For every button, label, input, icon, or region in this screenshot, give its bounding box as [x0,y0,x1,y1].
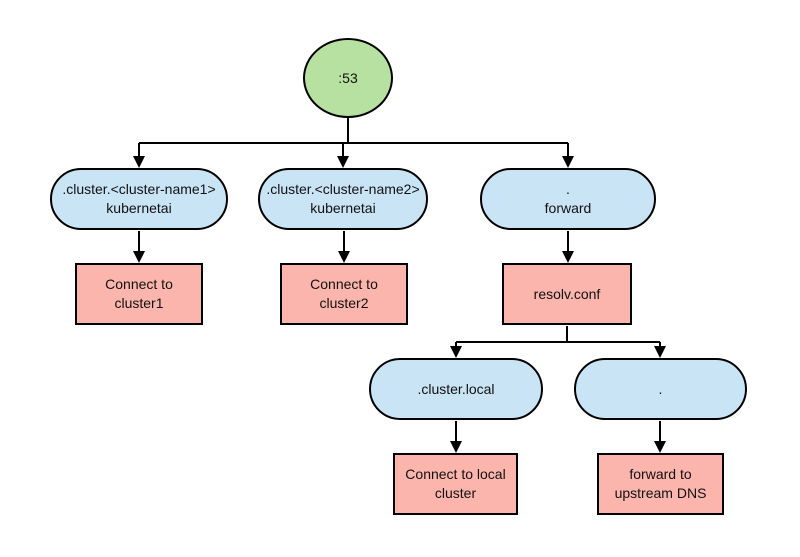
node-action-resolv-conf: resolv.conf [502,263,632,325]
node-match-forward: . forward [480,168,656,230]
arrowhead-icon [450,346,462,358]
node-label-line2: cluster [434,485,477,501]
node-action-connect-cluster2: Connect to cluster2 [280,263,408,325]
arrowhead-icon [654,441,666,453]
node-match-dot: . [574,358,747,420]
arrowhead-icon [133,156,145,168]
node-label-line2: cluster1 [114,295,164,311]
node-label-line1: resolv.conf [533,285,601,302]
node-label-line1: .cluster.<cluster-name1> [62,181,216,197]
node-root-port53: :53 [303,38,393,118]
node-label-line2: kubernetai [106,200,172,216]
arrowhead-icon [337,156,349,168]
node-match-cluster2: .cluster.<cluster-name2> kubernetai [258,168,428,230]
arrowhead-icon [654,346,666,358]
edge-match-to-action [133,231,574,263]
node-action-connect-local-cluster: Connect to local cluster [393,453,518,515]
node-label-line2: forward [544,200,592,216]
edge-resolv-fanout [450,326,666,358]
node-label-line1: . [658,380,663,397]
node-label: :53 [338,69,358,86]
node-label-line1: Connect to [310,276,378,292]
edge-root-fanout [133,118,574,168]
node-label-line2: upstream DNS [614,485,707,501]
arrowhead-icon [338,251,350,263]
arrowhead-icon [133,251,145,263]
arrowhead-icon [450,441,462,453]
node-label-line1: Connect to local [405,466,506,482]
node-label-line1: Connect to [105,276,173,292]
node-match-cluster-local: .cluster.local [369,358,543,420]
node-label-line1: forward to [629,466,692,482]
node-label-line2: kubernetai [310,200,376,216]
node-action-connect-cluster1: Connect to cluster1 [75,263,203,325]
node-action-forward-upstream-dns: forward to upstream DNS [597,453,724,515]
node-label-line1: . [566,181,570,197]
node-label-line2: cluster2 [319,295,369,311]
arrowhead-icon [562,251,574,263]
node-match-cluster1: .cluster.<cluster-name1> kubernetai [50,168,228,230]
edge-lower-match-to-action [450,421,666,453]
node-label-line1: .cluster.local [417,380,495,397]
node-label-line1: .cluster.<cluster-name2> [266,181,420,197]
arrowhead-icon [562,156,574,168]
